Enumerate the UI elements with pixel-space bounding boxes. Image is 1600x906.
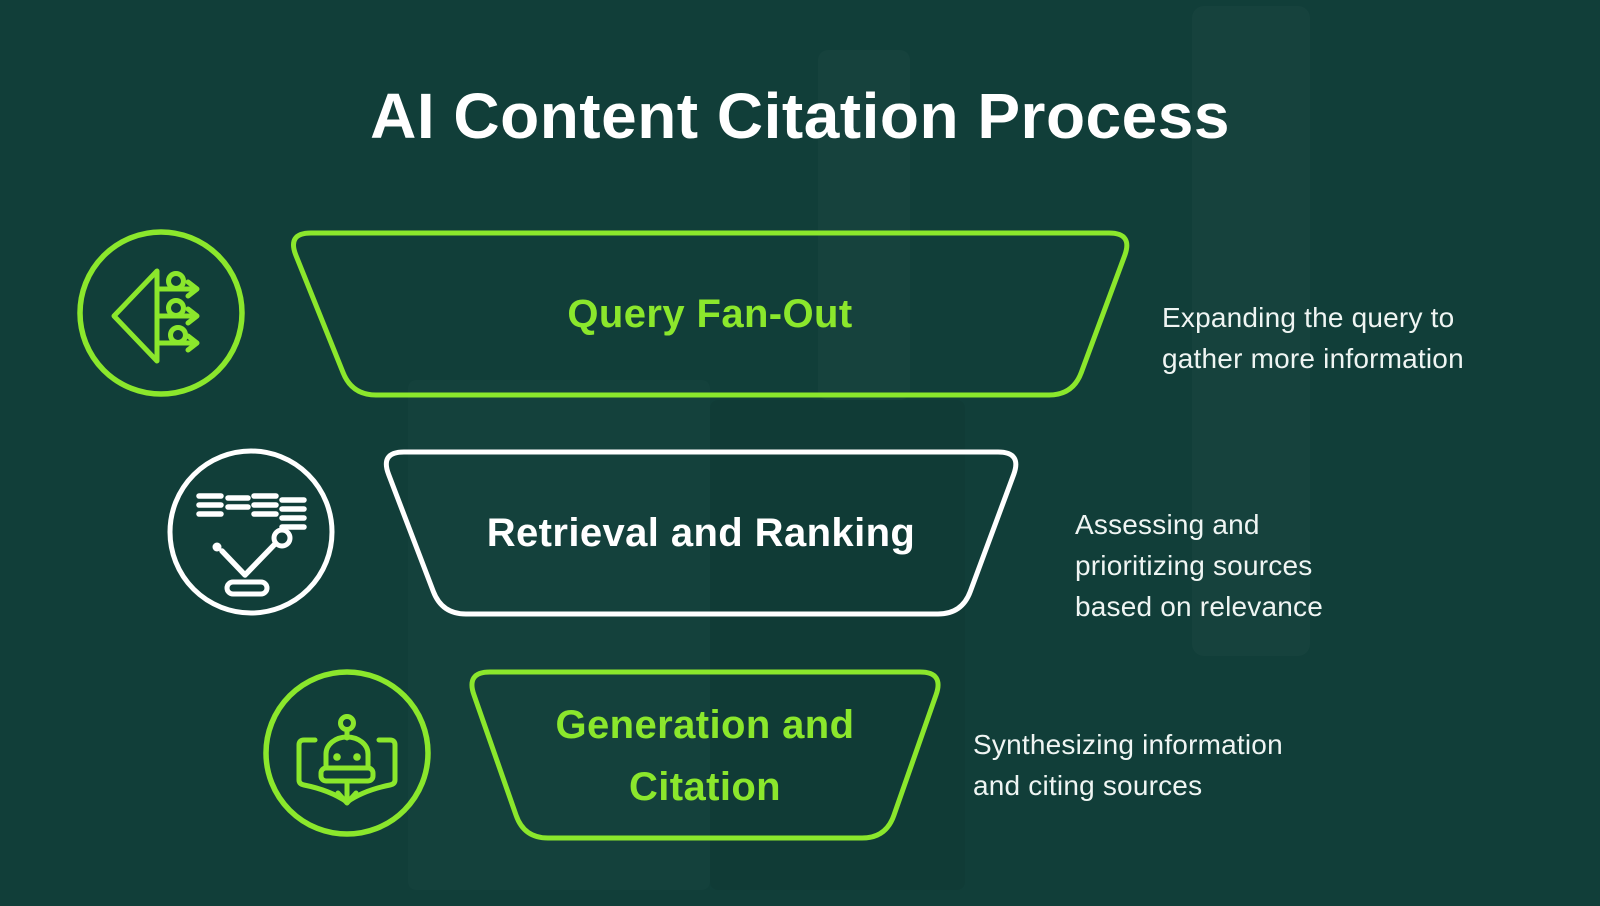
step-label: Retrieval and Ranking xyxy=(486,511,916,555)
funnel-shape xyxy=(383,449,1019,617)
robot-book-icon xyxy=(258,664,436,842)
funnel-stage-1: Query Fan-Out xyxy=(278,224,1142,404)
funnel-shape xyxy=(291,230,1130,398)
list-ranking-icon xyxy=(162,443,340,621)
step-description: Expanding the query to gather more infor… xyxy=(1162,302,1464,374)
funnel-stage-3: Generation and Citation xyxy=(457,663,953,849)
step-label: Query Fan-Out xyxy=(567,292,853,336)
page-title: AI Content Citation Process xyxy=(370,80,1230,152)
funnel-shape xyxy=(469,669,941,841)
step-description: Synthesizing information and citing sour… xyxy=(973,729,1283,801)
step-label: Generation and Citation xyxy=(555,703,855,809)
funnel-stage-2: Retrieval and Ranking xyxy=(371,443,1031,623)
fan-out-icon xyxy=(72,224,250,402)
step-description: Assessing and prioritizing sources based… xyxy=(1075,509,1323,622)
